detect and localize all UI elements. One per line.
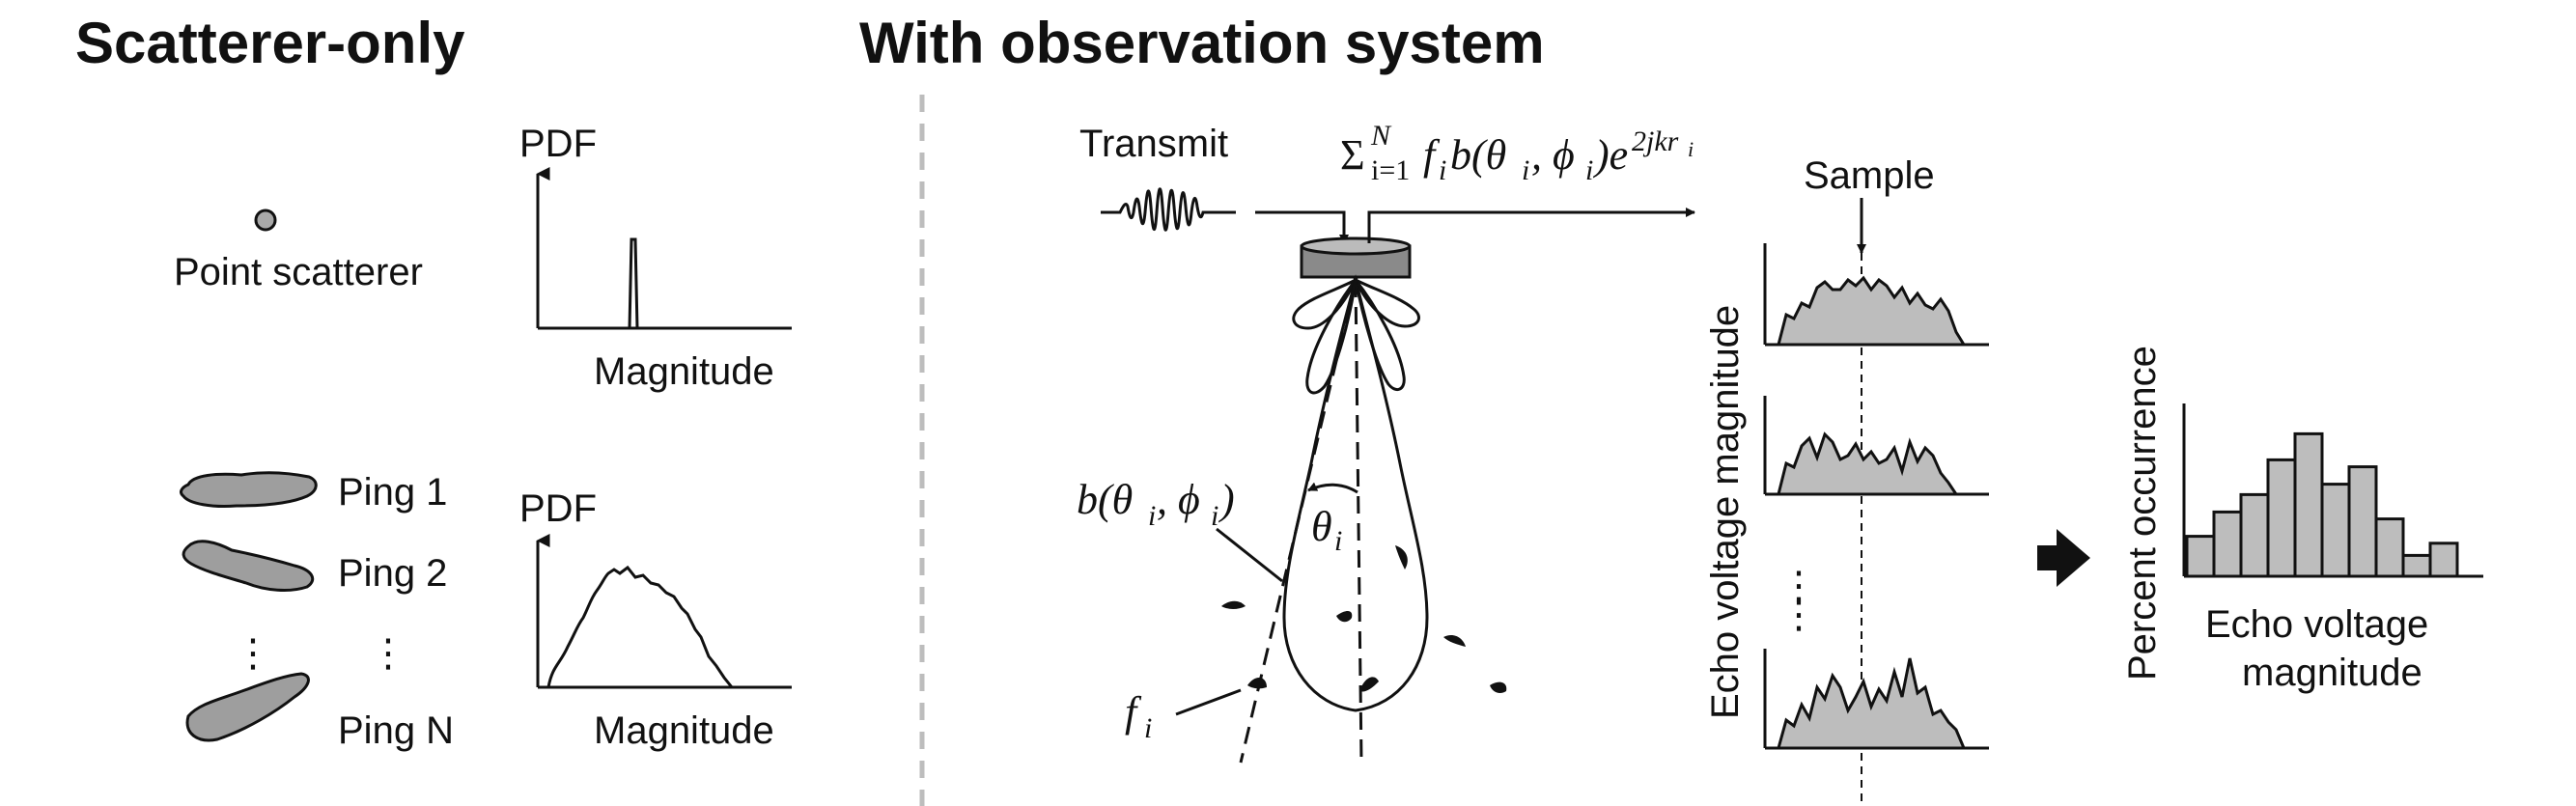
sample-label: Sample [1804, 154, 1935, 197]
ping-label-1: Ping 1 [338, 471, 447, 514]
ping-n-blob [185, 672, 310, 742]
trace-dots-2: ⋮ [1779, 594, 1818, 636]
histogram-bar [2266, 458, 2297, 578]
transmit-label: Transmit [1079, 123, 1228, 165]
theta-arc [1307, 482, 1358, 494]
percent-axis-label: Percent occurrence [2121, 346, 2164, 681]
heading-with-observation-system: With observation system [859, 11, 1545, 75]
transmit-waveform [1101, 187, 1236, 232]
ellipsis-pings: ⋮ [369, 632, 407, 675]
pdf-label-bottom: PDF [519, 487, 597, 530]
svg-text:, ϕ: , ϕ [1157, 476, 1200, 523]
formula-f-sub: i [1439, 154, 1446, 186]
to-histogram-arrow [2037, 529, 2090, 587]
ellipsis-blobs: ⋮ [234, 632, 272, 675]
heading-scatterer-only: Scatterer-only [75, 11, 465, 75]
histogram [2182, 403, 2483, 578]
svg-text:θ: θ [1311, 503, 1332, 550]
echo-arrow [1367, 208, 1695, 243]
trace-dots-1: ⋮ [1779, 565, 1818, 607]
magnitude-label-top: Magnitude [594, 350, 774, 393]
svg-text:i: i [1211, 500, 1218, 532]
transducer [1300, 236, 1412, 279]
formula-theta-sub: i [1522, 154, 1529, 186]
pdf-label-top: PDF [519, 123, 597, 165]
point-scatterer-label: Point scatterer [174, 251, 423, 293]
formula-phi: , ϕ [1531, 131, 1575, 179]
point-scatterer-dot [254, 208, 277, 232]
ping-1-blob [180, 471, 318, 508]
pdf-spike [628, 237, 639, 329]
formula-lower: i=1 [1371, 154, 1410, 186]
ping-label-2: Ping 2 [338, 552, 447, 595]
histogram-bar [2212, 510, 2243, 578]
ping-2-blob [182, 540, 315, 592]
pdf-plot-point: PDF Magnitude [519, 123, 792, 393]
svg-text:i: i [1144, 712, 1152, 744]
echo-trace-2 [1763, 396, 1989, 496]
pdf-broad-curve [546, 565, 734, 688]
pdf-plot-distributed: PDF Magnitude [519, 487, 792, 752]
magnitude-label-bottom: Magnitude [594, 709, 774, 752]
beam-label-leader [1216, 527, 1283, 583]
svg-text:f: f [1125, 688, 1142, 736]
sum-formula: Σ i=1 N f i b(θ i , ϕ i )e 2jkr i [1340, 120, 1694, 186]
ping-label-n: Ping N [338, 709, 454, 752]
scatterer-strength-label: f i [1125, 688, 1152, 744]
f-label-leader [1175, 688, 1242, 716]
svg-text:): ) [1218, 476, 1235, 523]
formula-exp: 2jkr [1632, 125, 1679, 157]
theta-label: θ i [1311, 503, 1342, 557]
svg-text:i: i [1334, 525, 1342, 557]
svg-text:i: i [1148, 500, 1156, 532]
echo-trace-n [1763, 649, 1989, 750]
beam-label: b(θ i , ϕ i ) [1077, 476, 1235, 532]
echo-axis-label: Echo voltage magnitude [1704, 305, 1747, 719]
histogram-bar [2428, 542, 2459, 578]
histogram-bar [2293, 431, 2324, 578]
formula-sigma: Σ [1340, 131, 1365, 179]
svg-text:b(θ: b(θ [1077, 476, 1133, 523]
histogram-xlabel-line1: Echo voltage [2205, 603, 2428, 646]
formula-exp-sub: i [1688, 137, 1694, 161]
histogram-bar [2401, 553, 2432, 578]
transmit-arrow [1255, 210, 1349, 244]
echo-trace-1 [1763, 243, 1989, 347]
scatterers [1221, 545, 1507, 693]
histogram-bar [2239, 492, 2270, 578]
histogram-bar [2320, 483, 2351, 578]
formula-e: )e [1592, 131, 1628, 179]
histogram-xlabel-line2: magnitude [2242, 652, 2422, 694]
histogram-bar [2185, 535, 2216, 578]
beam-pattern [1282, 274, 1429, 712]
histogram-bar [2374, 517, 2405, 578]
formula-phi-sub: i [1585, 154, 1593, 186]
formula-b: b(θ [1450, 131, 1506, 179]
formula-upper: N [1370, 120, 1392, 152]
histogram-bar [2347, 465, 2378, 578]
